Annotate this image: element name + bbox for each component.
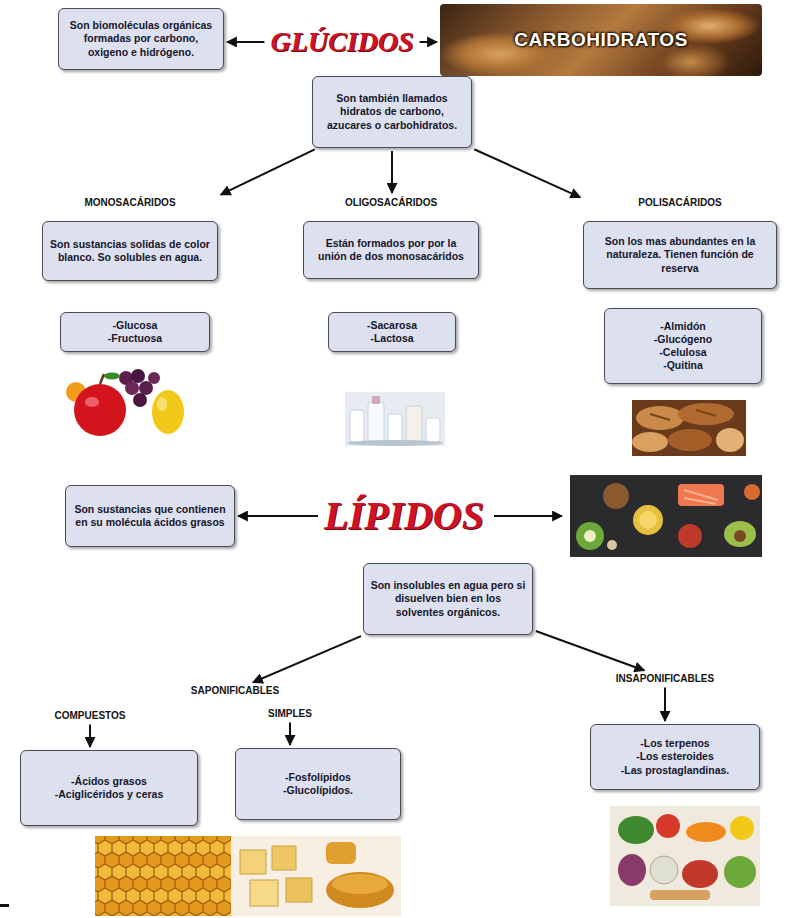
list-item: -Fructuosa bbox=[67, 332, 203, 345]
box-text: Son biomoléculas orgánicas formadas por … bbox=[65, 19, 217, 58]
box-text: Son también llamados hidratos de carbono… bbox=[319, 92, 465, 131]
picture-arrow bbox=[494, 515, 562, 517]
arrow-connector bbox=[221, 149, 315, 194]
list-item: -Glucolípidos. bbox=[242, 784, 394, 797]
topic-title: GLÚCIDOS bbox=[267, 27, 416, 58]
category-heading: Son los mas abundantes en la naturaleza.… bbox=[590, 235, 770, 274]
branch-label: SIMPLES bbox=[265, 707, 315, 720]
list-item: -Aciglicéridos y ceras bbox=[27, 788, 191, 801]
category-heading: Están formados por por la unión de dos m… bbox=[310, 237, 472, 263]
list-item: -Glucógeno bbox=[611, 333, 755, 346]
category-heading: OLIGOSACÁRIDOS bbox=[303, 196, 479, 209]
example-box: -Almidón-Glucógeno-Celulosa-Quitina bbox=[604, 308, 762, 384]
list-item: -Quitina bbox=[611, 359, 755, 372]
edge-mark bbox=[0, 904, 9, 907]
title-text: GLÚCIDOS bbox=[270, 27, 413, 58]
category-node: POLISACÁRIDOS Son los mas abundantes en l… bbox=[583, 196, 777, 289]
fruit-picture bbox=[66, 362, 186, 440]
arrow-connector bbox=[420, 41, 437, 43]
branch-text: INSAPONIFICABLES bbox=[616, 673, 714, 684]
bread-picture bbox=[632, 400, 746, 456]
category-heading: POLISACÁRIDOS bbox=[583, 196, 777, 209]
topic-title: LÍPIDOS bbox=[321, 494, 487, 538]
concept-box: Son también llamados hidratos de carbono… bbox=[312, 76, 472, 148]
list-item: -Los terpenos bbox=[597, 737, 753, 750]
category-node: OLIGOSACÁRIDOS Están formados por por la … bbox=[303, 196, 479, 279]
box-text: Son sustancias que contienen en su moléc… bbox=[72, 503, 228, 529]
branch-label: SAPONIFICABLES bbox=[188, 684, 282, 697]
list-item: -Sacarosa bbox=[335, 319, 449, 332]
arrow-connector bbox=[253, 636, 361, 682]
list-item: -Ácidos grasos bbox=[27, 775, 191, 788]
arrow-connector bbox=[289, 723, 291, 746]
concept-box: Son sustancias que contienen en su moléc… bbox=[65, 485, 235, 547]
concept-box: Son biomoléculas orgánicas formadas por … bbox=[58, 8, 224, 70]
list-item: -Fosfolípidos bbox=[242, 771, 394, 784]
concept-box: Son los mas abundantes en la naturaleza.… bbox=[583, 221, 777, 289]
branch-text: SAPONIFICABLES bbox=[191, 685, 279, 696]
vegetables-picture bbox=[610, 806, 760, 906]
box-text: Son insolubles en agua pero si disuelven… bbox=[370, 579, 526, 618]
list-item: -Las prostaglandinas. bbox=[597, 764, 753, 777]
example-box: -Glucosa-Fructuosa bbox=[60, 312, 210, 352]
arrow-connector bbox=[238, 515, 318, 517]
arrow-connector bbox=[227, 41, 264, 43]
title-text: LÍPIDOS bbox=[324, 494, 484, 538]
arrow-connector bbox=[474, 149, 580, 197]
list-item: -Celulosa bbox=[611, 346, 755, 359]
category-heading: Son sustancias solidas de color blanco. … bbox=[49, 238, 211, 264]
concept-box: Son sustancias solidas de color blanco. … bbox=[42, 221, 218, 281]
list-item: -Los esteroides bbox=[597, 750, 753, 763]
concept-box: Están formados por por la unión de dos m… bbox=[303, 221, 479, 279]
lipid-food-picture bbox=[570, 475, 762, 557]
branch-label: INSAPONIFICABLES bbox=[613, 672, 717, 685]
example-box: -Los terpenos-Los esteroides-Las prostag… bbox=[590, 724, 760, 790]
arrow-connector bbox=[664, 688, 666, 722]
arrow-connector bbox=[536, 631, 645, 671]
example-box: -Fosfolípidos-Glucolípidos. bbox=[235, 748, 401, 820]
list-item: -Lactosa bbox=[335, 332, 449, 345]
example-box: -Ácidos grasos-Aciglicéridos y ceras bbox=[20, 750, 198, 826]
category-heading: MONOSACÁRIDOS bbox=[42, 196, 218, 209]
list-item: -Glucosa bbox=[67, 319, 203, 332]
list-item: -Almidón bbox=[611, 320, 755, 333]
branch-text: COMPUESTOS bbox=[55, 710, 126, 721]
arrow-connector bbox=[391, 151, 393, 193]
banner-text: CARBOHIDRATOS bbox=[514, 29, 688, 51]
example-box: -Sacarosa-Lactosa bbox=[328, 312, 456, 352]
honey-cheese-picture bbox=[95, 836, 401, 916]
concept-box: Son insolubles en agua pero si disuelven… bbox=[363, 563, 533, 635]
picture-banner: CARBOHIDRATOS bbox=[440, 4, 762, 76]
category-node: MONOSACÁRIDOS Son sustancias solidas de c… bbox=[42, 196, 218, 281]
arrow-connector bbox=[89, 725, 91, 748]
branch-text: SIMPLES bbox=[268, 708, 312, 719]
branch-label: COMPUESTOS bbox=[52, 709, 129, 722]
dairy-picture bbox=[345, 392, 445, 446]
